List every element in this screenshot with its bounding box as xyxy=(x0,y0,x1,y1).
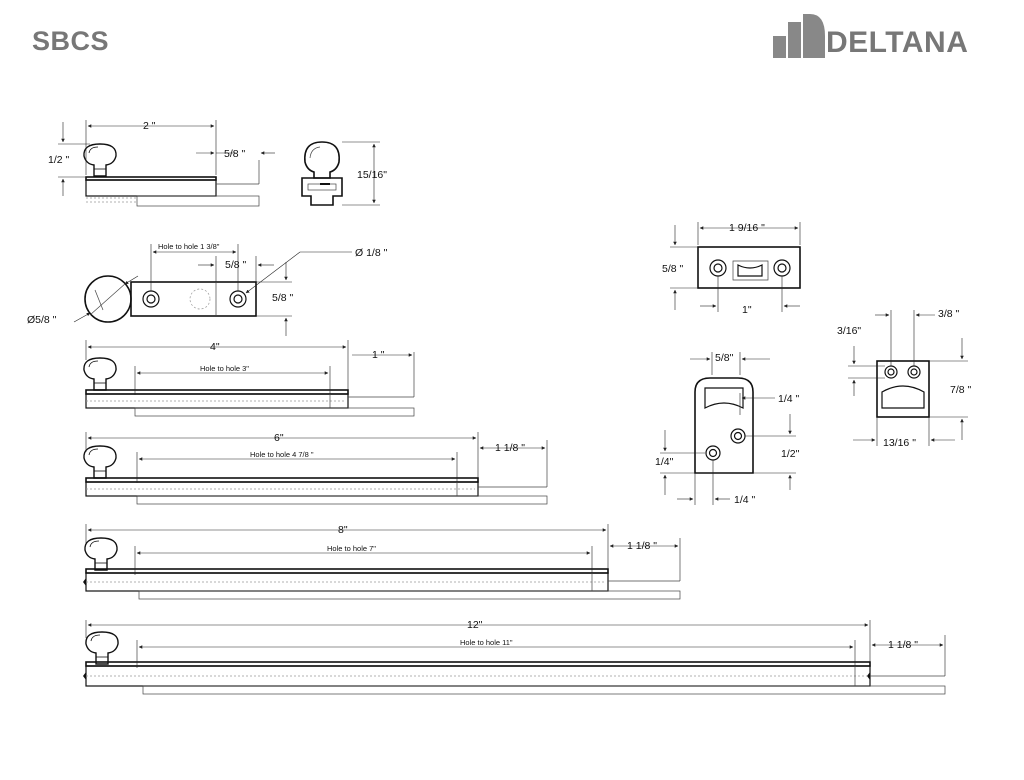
dim-keeper-mid: 1/2" xyxy=(781,448,800,460)
deltana-logo-icon xyxy=(773,14,825,58)
brand-name: DELTANA xyxy=(826,26,969,59)
dim-bolt-hole: Hole to hole 7" xyxy=(327,544,376,553)
dim-keeper-width: 5/8" xyxy=(715,352,734,364)
dim-plan-offset: 5/8 " xyxy=(225,259,247,271)
dim-plate-height: 5/8 " xyxy=(662,263,684,275)
dim-plate-holes: 1" xyxy=(742,304,752,316)
dim-sq-hole: 3/16" xyxy=(837,325,861,337)
plan-view: Hole to hole 1 3/8" 5/8 " Ø 1/8 " 5/8 " … xyxy=(27,242,388,336)
dim-hole-dia: Ø 1/8 " xyxy=(355,247,388,259)
dim-bolt-end: 1 1/8 " xyxy=(627,540,657,552)
dim-bolt-hole: Hole to hole 3" xyxy=(200,364,249,373)
end-view: 15/16" xyxy=(301,141,387,206)
dim-plate-width: 1 9/16 " xyxy=(729,222,765,234)
dim-sq-height: 7/8 " xyxy=(950,384,972,396)
dim-keeper-left: 1/4" xyxy=(655,456,674,468)
dim-knob-height: 1/2 " xyxy=(48,154,70,166)
strike-plate: 1 9/16 " 5/8 " 1" xyxy=(662,222,801,316)
dim-keeper-top: 1/4 " xyxy=(778,393,800,405)
dim-bolt-hole: Hole to hole 11" xyxy=(460,638,513,647)
page-title: SBCS xyxy=(32,26,110,56)
keeper: 5/8" 1/4 " 1/2" 1/4" 1/4 " xyxy=(655,352,800,506)
dim-sq-right: 3/8 " xyxy=(938,308,960,320)
bolt-12-inch: 12" Hole to hole 11" 1 1/8 " xyxy=(83,619,946,695)
dim-top-length: 2 " xyxy=(143,120,156,132)
dim-keeper-bottom: 1/4 " xyxy=(734,494,756,506)
dim-bolt-length: 4" xyxy=(210,341,220,353)
dim-bolt-length: 6" xyxy=(274,432,284,444)
square-strike: 3/8 " 3/16" 7/8 " 13/16 " xyxy=(837,308,972,449)
dim-hole-to-hole-small: Hole to hole 1 3/8" xyxy=(158,242,220,251)
bolt-8-inch: 8" Hole to hole 7" 1 1/8 " xyxy=(83,524,681,600)
bolt-6-inch: 6" Hole to hole 4 7/8 " 1 1/8 " xyxy=(83,432,548,505)
dim-top-offset: 5/8 " xyxy=(224,148,246,160)
dim-sq-width: 13/16 " xyxy=(883,437,916,449)
dim-bolt-end: 1 " xyxy=(372,349,385,361)
dim-end-height: 15/16" xyxy=(357,169,387,181)
dim-bolt-hole: Hole to hole 4 7/8 " xyxy=(250,450,314,459)
dim-bolt-end: 1 1/8 " xyxy=(495,442,525,454)
dim-bolt-length: 8" xyxy=(338,524,348,536)
dim-knob-dia: Ø5/8 " xyxy=(27,314,57,326)
dim-plan-width: 5/8 " xyxy=(272,292,294,304)
dim-bolt-length: 12" xyxy=(467,619,483,631)
bolt-4-inch: 4" Hole to hole 3" 1 " xyxy=(83,340,415,417)
dim-bolt-end: 1 1/8 " xyxy=(888,639,918,651)
side-view-small: 2 " 1/2 " 5/8 " xyxy=(48,120,275,207)
